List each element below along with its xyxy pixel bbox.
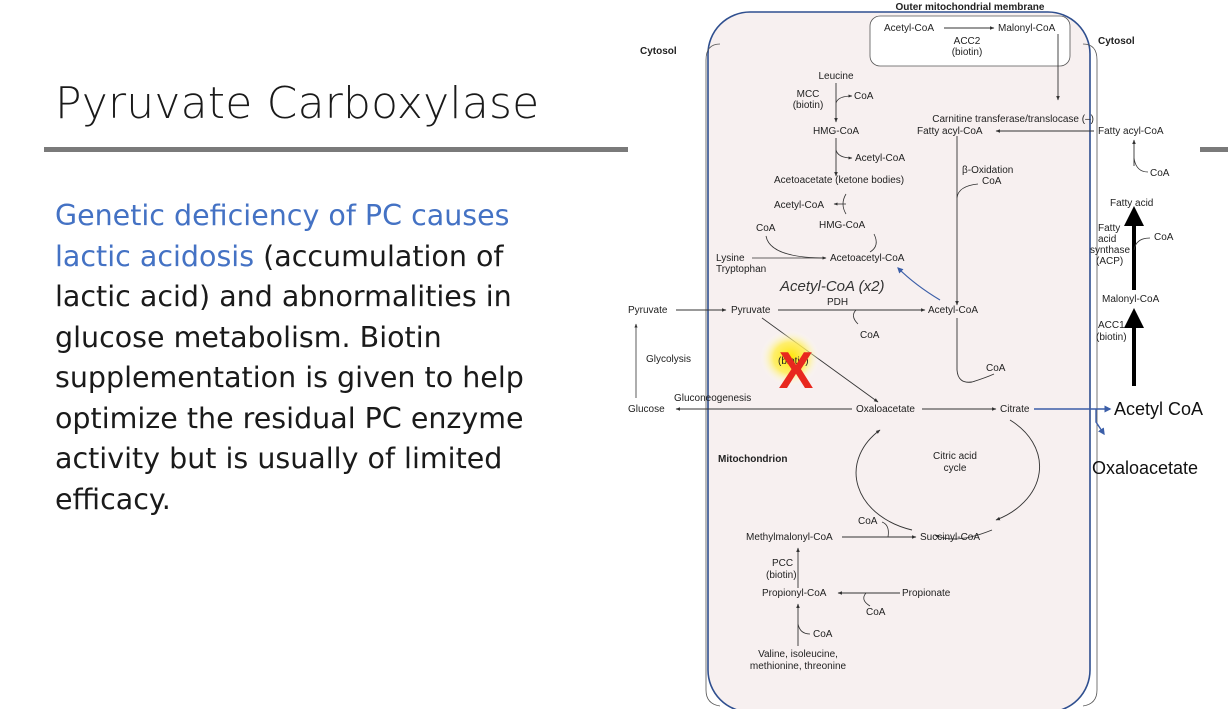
node-valine-2: methionine, threonine	[750, 661, 847, 672]
enzyme-pcc-biotin: (biotin)	[766, 570, 797, 581]
highlight-glow	[760, 330, 820, 386]
block-x-mark: X	[779, 342, 814, 400]
enzyme-pdh: PDH	[827, 297, 848, 308]
enzyme-acc2: ACC2	[954, 36, 981, 47]
node-citrate: Citrate	[1000, 404, 1030, 415]
node-acetoacetyl-coa: Acetoacetyl-CoA	[830, 253, 905, 264]
node-leucine: Leucine	[818, 71, 853, 82]
label-fas-2: acid	[1098, 234, 1116, 245]
label-coa-ket: CoA	[756, 223, 776, 234]
node-malonyl-coa-bottom: Malonyl-CoA	[1102, 294, 1160, 305]
node-hmg-coa-2: HMG-CoA	[819, 220, 865, 231]
body-highlight: Genetic deficiency of PC causes lactic a…	[55, 199, 510, 273]
node-acetoacetate: Acetoacetate (ketone bodies)	[774, 175, 904, 186]
label-gluconeogenesis: Gluconeogenesis	[674, 393, 751, 404]
label-cac-2: cycle	[944, 463, 967, 474]
label-glycolysis: Glycolysis	[646, 354, 691, 365]
label-coa-leucine: CoA	[854, 91, 874, 102]
node-lysine: Lysine	[716, 253, 745, 264]
node-fatty-acyl-coa-in: Fatty acyl-CoA	[917, 126, 983, 137]
enzyme-acc1: ACC1	[1098, 320, 1125, 331]
node-pyruvate-in: Pyruvate	[731, 305, 771, 316]
node-succinyl-coa: Succinyl-CoA	[920, 532, 980, 543]
outer-membrane-left	[705, 43, 721, 707]
enzyme-acc2-biotin: (biotin)	[952, 47, 983, 58]
node-tryptophan: Tryptophan	[716, 264, 766, 275]
label-fas-3: synthase	[1090, 245, 1130, 256]
label-coa-citrate: CoA	[986, 363, 1006, 374]
node-hmg-coa: HMG-CoA	[813, 126, 859, 137]
label-coa-fas: CoA	[1154, 232, 1174, 243]
label-coa-fa: CoA	[1150, 168, 1170, 179]
label-fas-4: (ACP)	[1096, 256, 1123, 267]
enzyme-pcc: PCC	[772, 558, 793, 569]
label-coa-prop: CoA	[866, 607, 886, 618]
annotation-oxaloacetate: Oxaloacetate	[1092, 458, 1198, 478]
enzyme-pc-biotin: (biotin)	[778, 356, 809, 367]
annotation-acetyl-coa: Acetyl CoA	[1114, 399, 1203, 419]
node-glucose: Glucose	[628, 404, 665, 415]
label-acetyl-coa-side: Acetyl-CoA	[855, 153, 905, 164]
cytosol-left-label: Cytosol	[640, 46, 677, 57]
node-malonyl-coa-top: Malonyl-CoA	[998, 23, 1056, 34]
node-acetyl-coa-top: Acetyl-CoA	[884, 23, 934, 34]
body-text-rest: (accumulation of lactic acid) and abnorm…	[55, 239, 524, 516]
cytosol-right-label: Cytosol	[1098, 36, 1135, 47]
outer-membrane-label: Outer mitochondrial membrane	[896, 2, 1045, 13]
label-coa-pdh: CoA	[860, 330, 880, 341]
label-coa-val: CoA	[813, 629, 833, 640]
mitochondrion-label: Mitochondrion	[718, 454, 787, 465]
enzyme-mcc: MCC	[797, 89, 820, 100]
label-cac-1: Citric acid	[933, 451, 977, 462]
node-propionyl: Propionyl-CoA	[762, 588, 827, 599]
label-carnitine: Carnitine transferase/translocase (–)	[932, 114, 1094, 125]
cytosol-pocket	[869, 15, 1071, 67]
label-fas-1: Fatty	[1098, 223, 1120, 234]
node-acetyl-coa-main: Acetyl-CoA	[928, 305, 978, 316]
title-divider	[44, 147, 628, 152]
label-coa-succ: CoA	[858, 516, 878, 527]
node-fatty-acyl-coa-out: Fatty acyl-CoA	[1098, 126, 1164, 137]
enzyme-mcc-biotin: (biotin)	[793, 100, 824, 111]
right-divider	[1200, 147, 1228, 152]
outer-membrane-right	[1082, 43, 1098, 707]
node-oxaloacetate: Oxaloacetate	[856, 404, 915, 415]
node-acetyl-coa-ket: Acetyl-CoA	[774, 200, 824, 211]
slide-title: Pyruvate Carboxylase	[55, 78, 540, 129]
node-pyruvate-out: Pyruvate	[628, 305, 668, 316]
body-paragraph: Genetic deficiency of PC causes lactic a…	[55, 196, 555, 520]
mitochondrion-membrane	[707, 11, 1091, 709]
label-beta-coa: CoA	[982, 176, 1002, 187]
enzyme-acc1-biotin: (biotin)	[1096, 332, 1127, 343]
node-propionate: Propionate	[902, 588, 951, 599]
node-valine-1: Valine, isoleucine,	[758, 649, 838, 660]
annotation-acetyl-coa-x2: Acetyl-CoA (x2)	[779, 278, 884, 295]
label-beta-oxidation: β-Oxidation	[962, 165, 1013, 176]
node-methylmalonyl: Methylmalonyl-CoA	[746, 532, 833, 543]
edge-acetyl-coa-x2	[897, 267, 941, 301]
node-fatty-acid: Fatty acid	[1110, 198, 1153, 209]
